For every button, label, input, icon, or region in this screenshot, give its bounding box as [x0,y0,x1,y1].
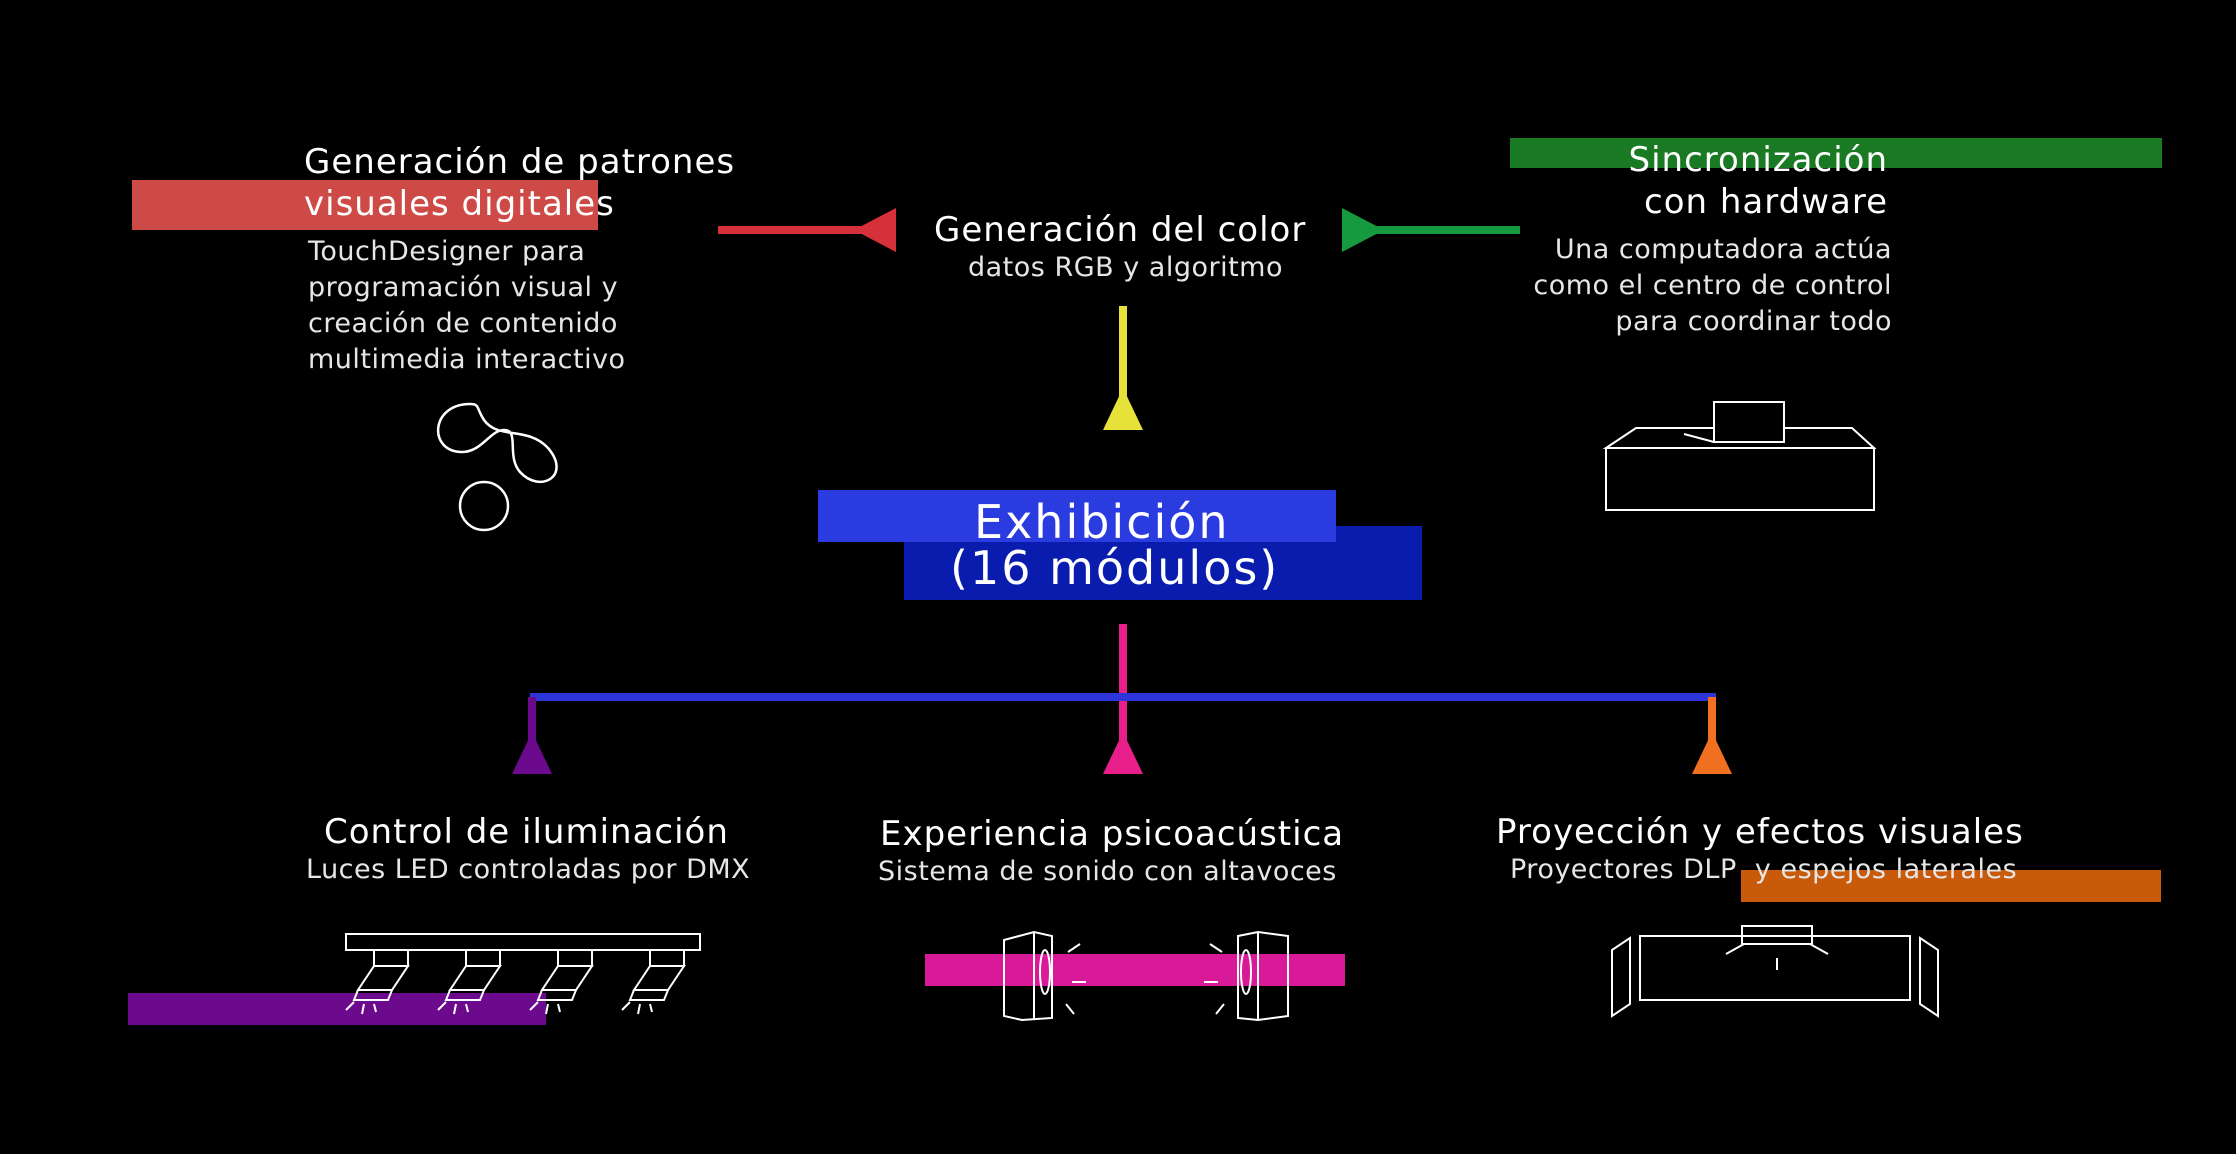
exhibicion-title-line2: (16 módulos) [950,541,1280,595]
exhibicion-highlight-bar-light [818,490,1336,542]
color-subtitle: datos RGB y algoritmo [968,252,1284,283]
orange-arrow [1692,697,1732,774]
speakers-icon [1003,930,1289,1022]
green-arrow [1342,208,1520,252]
iluminacion-subtitle: Luces LED controladas por DMX [306,854,751,885]
hardware-desc-line2: como el centro de control [1533,270,1892,301]
computer-desk-icon [1602,401,1877,511]
psicoacustica-title: Experiencia psicoacústica [880,814,1345,854]
patrones-title-line2: visuales digitales [304,184,615,224]
touchdesigner-logo-icon [437,402,558,532]
proyeccion-highlight-bar [1741,870,2161,902]
psicoacustica-highlight-bar [925,954,1345,986]
patrones-desc-line4: multimedia interactivo [308,344,626,375]
hardware-title-line1: Sincronización [1628,140,1888,180]
purple-arrow [512,697,552,774]
led-light-bar-icon [345,933,701,1015]
projector-mirrors-icon [1611,925,1939,1018]
patrones-title-line1: Generación de patrones [304,142,736,182]
patrones-desc-line1: TouchDesigner para [308,236,586,267]
exhibicion-title-line1: Exhibición [974,495,1230,549]
iluminacion-title: Control de iluminación [324,812,729,852]
color-title: Generación del color [934,210,1307,250]
hardware-title-line2: con hardware [1644,182,1888,222]
hardware-highlight-bar [1510,138,2162,168]
hardware-desc-line3: para coordinar todo [1615,306,1892,337]
patrones-desc-line3: creación de contenido [308,308,618,339]
hardware-desc-line1: Una computadora actúa [1554,234,1892,265]
red-arrow [718,208,896,252]
yellow-arrow [1103,306,1143,430]
patrones-desc-line2: programación visual y [308,272,619,303]
patrones-highlight-bar [132,180,598,230]
proyeccion-title: Proyección y efectos visuales [1496,812,2024,852]
iluminacion-highlight-bar [128,993,546,1025]
pink-arrow [1103,732,1143,774]
proyeccion-subtitle: Proyectores DLP y espejos laterales [1510,854,2018,885]
psicoacustica-subtitle: Sistema de sonido con altavoces [878,856,1337,887]
